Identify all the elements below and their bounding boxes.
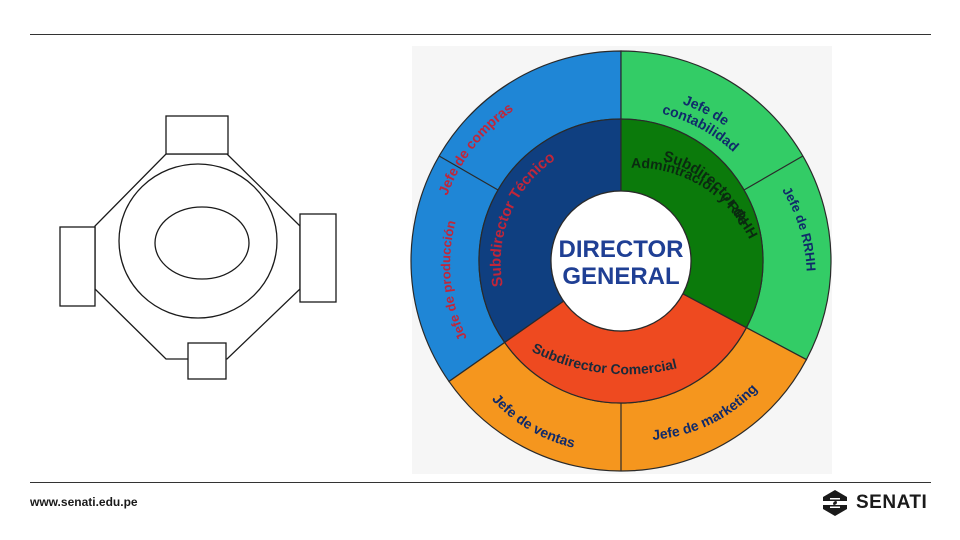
divider-contabilidad-rrhh <box>743 155 804 191</box>
senati-logo: SENATI <box>820 488 927 518</box>
divider-compras-produccion <box>438 155 499 191</box>
senati-logo-icon <box>823 490 847 516</box>
top-rule <box>30 34 931 35</box>
senati-logo-text: SENATI <box>856 492 928 513</box>
bottom-rule <box>30 482 931 483</box>
director-general-line2: GENERAL <box>562 263 679 290</box>
center-circle <box>550 190 692 332</box>
footer-url[interactable]: www.senati.edu.pe <box>30 495 138 509</box>
director-general-line1: DIRECTOR <box>559 236 684 263</box>
